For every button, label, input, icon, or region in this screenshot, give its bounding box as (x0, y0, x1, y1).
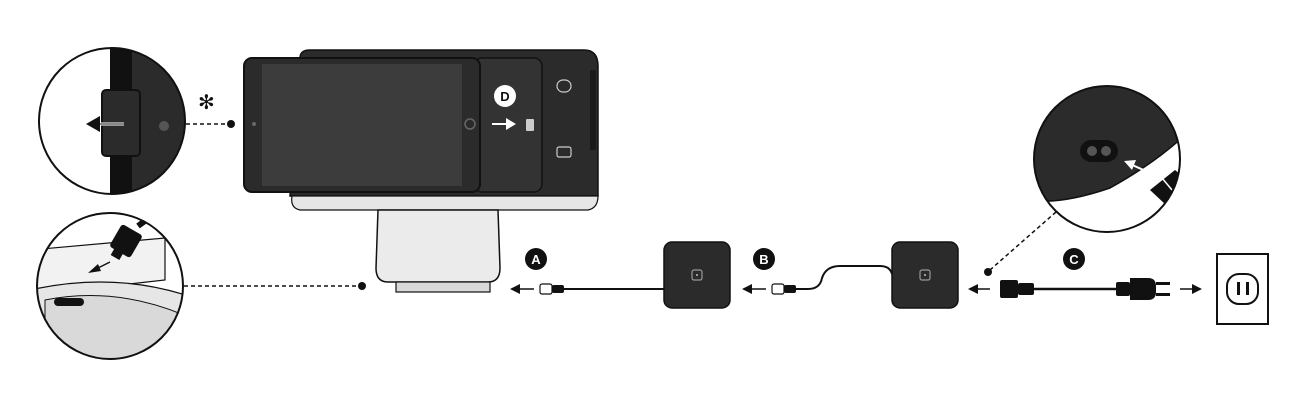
ipad-icon (243, 57, 481, 193)
cable-b: B (742, 248, 893, 295)
arrow-left-icon (86, 116, 100, 132)
badge-c (1063, 248, 1085, 270)
ipad-release-magnifier: ✻ (38, 47, 235, 195)
cable-c: C (968, 248, 1116, 298)
badge-a-text: A (531, 252, 541, 267)
badge-a (525, 248, 547, 270)
wall-outlet-icon (1216, 253, 1269, 325)
power-adapter-icon (891, 241, 959, 309)
badge-d-text: D (500, 89, 509, 104)
badge-b-text: B (759, 252, 768, 267)
badge-d (494, 85, 516, 107)
cable-a: A (510, 248, 664, 295)
contactless-icon (556, 79, 572, 93)
lightning-connector (526, 119, 534, 131)
badge-c-text: C (1069, 252, 1079, 267)
arrow-right-icon (506, 118, 516, 130)
usb-hub-icon (663, 241, 731, 309)
card-slot-icon (556, 146, 572, 158)
badge-b (753, 248, 775, 270)
power-plug-icon (1116, 278, 1202, 300)
stand-port-magnifier (36, 212, 366, 360)
asterisk-label: ✻ (198, 90, 215, 114)
adapter-port-magnifier (984, 85, 1181, 276)
